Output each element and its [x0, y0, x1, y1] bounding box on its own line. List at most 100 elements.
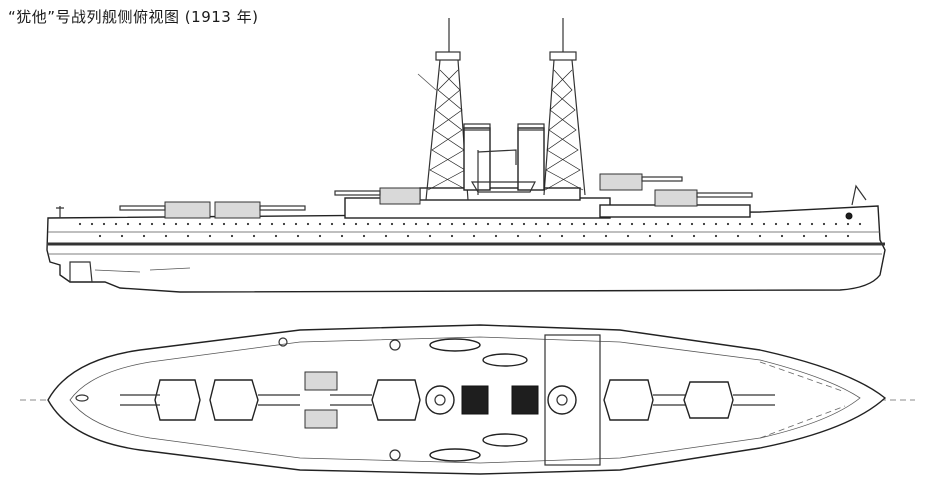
- porthole: [726, 222, 730, 226]
- plan-ventilator-3: [278, 337, 288, 347]
- porthole: [834, 222, 838, 226]
- side-hawse-pipe: [845, 212, 853, 220]
- porthole: [428, 234, 432, 238]
- side-propeller-shafts: [94, 267, 191, 273]
- porthole: [474, 222, 478, 226]
- porthole: [558, 222, 562, 226]
- porthole: [120, 234, 124, 238]
- side-fore-deckhouse: [599, 204, 751, 218]
- plan-turret-5: [683, 381, 775, 419]
- porthole: [560, 234, 564, 238]
- porthole: [846, 222, 850, 226]
- porthole: [654, 222, 658, 226]
- side-bridge-deck: [419, 187, 581, 201]
- porthole: [294, 222, 298, 226]
- porthole: [234, 222, 238, 226]
- top-plan-view: [20, 324, 915, 475]
- porthole: [594, 222, 598, 226]
- porthole: [402, 222, 406, 226]
- porthole: [318, 222, 322, 226]
- porthole: [78, 222, 82, 226]
- porthole: [366, 222, 370, 226]
- porthole: [384, 234, 388, 238]
- plan-turret-1: [120, 379, 201, 421]
- porthole: [138, 222, 142, 226]
- porthole: [340, 234, 344, 238]
- porthole: [692, 234, 696, 238]
- plan-aft-mast: [425, 385, 455, 415]
- porthole: [670, 234, 674, 238]
- porthole: [438, 222, 442, 226]
- porthole: [472, 234, 476, 238]
- side-fore-cage-mast: [543, 18, 586, 196]
- porthole: [786, 222, 790, 226]
- porthole: [330, 222, 334, 226]
- porthole: [758, 234, 762, 238]
- plan-grating-starboard: [304, 409, 338, 429]
- porthole: [208, 234, 212, 238]
- plan-grating-port: [304, 371, 338, 391]
- porthole: [678, 222, 682, 226]
- porthole: [582, 234, 586, 238]
- plan-boat-3: [429, 448, 481, 462]
- porthole: [736, 234, 740, 238]
- plan-boat-4: [482, 433, 528, 447]
- porthole: [90, 222, 94, 226]
- side-fore-funnel: [517, 123, 545, 191]
- porthole: [450, 222, 454, 226]
- porthole: [714, 234, 718, 238]
- porthole: [690, 222, 694, 226]
- porthole: [510, 222, 514, 226]
- side-stern-staff: [56, 206, 64, 218]
- side-turret-3: [334, 187, 421, 205]
- porthole: [648, 234, 652, 238]
- porthole: [858, 222, 862, 226]
- porthole: [354, 222, 358, 226]
- porthole: [426, 222, 430, 226]
- side-turret-5: [654, 189, 753, 207]
- porthole: [750, 222, 754, 226]
- porthole: [570, 222, 574, 226]
- side-bow-jackstaff: [851, 184, 867, 206]
- porthole: [186, 234, 190, 238]
- porthole: [282, 222, 286, 226]
- porthole: [546, 222, 550, 226]
- porthole: [296, 234, 300, 238]
- porthole: [604, 234, 608, 238]
- plan-stern-anchor: [75, 394, 89, 402]
- porthole: [534, 222, 538, 226]
- porthole: [186, 222, 190, 226]
- porthole: [246, 222, 250, 226]
- porthole: [774, 222, 778, 226]
- plan-bow-lines: [759, 361, 846, 439]
- porthole: [486, 222, 490, 226]
- side-turret-4: [599, 173, 683, 191]
- porthole: [606, 222, 610, 226]
- side-elevation-view: [46, 18, 886, 293]
- porthole: [150, 222, 154, 226]
- porthole: [98, 234, 102, 238]
- plan-aft-funnel: [461, 385, 489, 415]
- porthole: [494, 234, 498, 238]
- porthole: [126, 222, 130, 226]
- porthole: [824, 234, 828, 238]
- porthole: [258, 222, 262, 226]
- porthole: [626, 234, 630, 238]
- porthole: [230, 234, 234, 238]
- porthole: [450, 234, 454, 238]
- plan-boat-2: [482, 353, 528, 367]
- porthole: [414, 222, 418, 226]
- porthole: [714, 222, 718, 226]
- porthole: [362, 234, 366, 238]
- plan-fore-mast: [547, 385, 577, 415]
- porthole: [666, 222, 670, 226]
- porthole: [270, 222, 274, 226]
- porthole: [522, 222, 526, 226]
- porthole: [738, 222, 742, 226]
- porthole: [780, 234, 784, 238]
- porthole: [162, 222, 166, 226]
- side-boat-crane: [470, 149, 536, 195]
- porthole: [582, 222, 586, 226]
- porthole: [318, 234, 322, 238]
- porthole: [252, 234, 256, 238]
